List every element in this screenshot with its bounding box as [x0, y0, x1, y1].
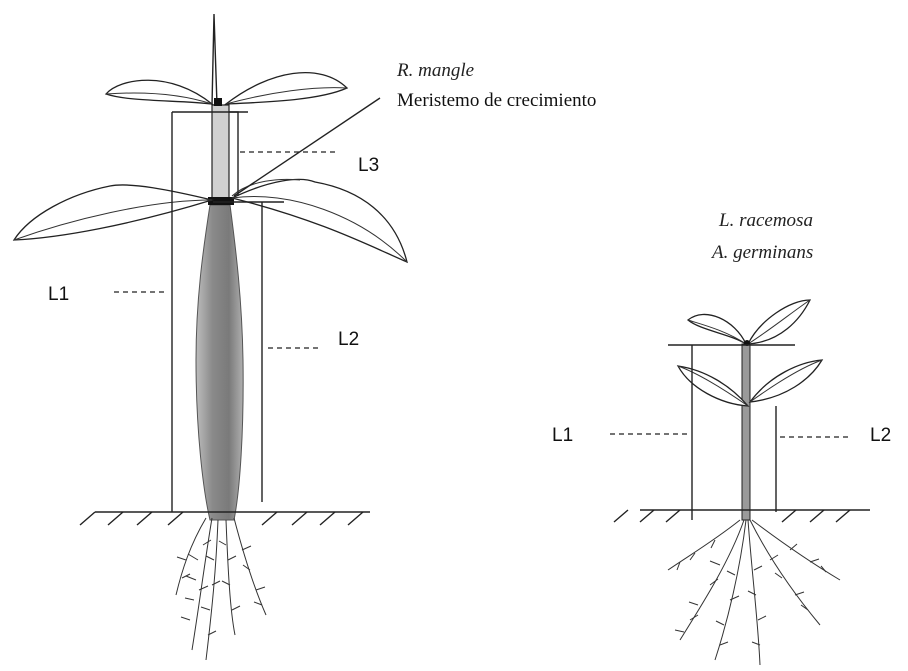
propagule-hypocotyl	[196, 205, 243, 520]
ground-hatch-right	[614, 510, 850, 522]
l2-label-left: L2	[338, 329, 359, 350]
right-stem	[742, 344, 750, 520]
right-leaf-low-right	[750, 360, 822, 402]
meristem-label: Meristemo de crecimiento	[397, 90, 596, 111]
upper-stem	[212, 105, 229, 203]
rhizophora-seedling: R. mangle Meristemo de crecimiento L1 L2…	[14, 14, 596, 660]
apical-spike	[212, 14, 217, 105]
meristem-node-upper	[214, 98, 222, 106]
l2-label-right: L2	[870, 425, 891, 446]
leaf-lower-right	[232, 179, 407, 262]
species-label-rhizophora: R. mangle	[396, 60, 474, 81]
root-system-right	[668, 520, 840, 665]
l1-label-left: L1	[48, 284, 69, 305]
right-leaf-low-left	[678, 366, 748, 406]
l3-bracket	[229, 112, 238, 196]
root-system-left	[176, 518, 266, 660]
l1-label-right: L1	[552, 425, 573, 446]
leaf-upper-left	[106, 80, 212, 104]
meristem-node-lower	[208, 197, 234, 205]
species-label-avicennia: A. germinans	[710, 242, 813, 263]
l3-label-left: L3	[358, 155, 379, 176]
laguncularia-avicennia-seedling: L. racemosa A. germinans L1 L2	[552, 210, 891, 665]
species-label-laguncularia: L. racemosa	[718, 210, 813, 231]
right-leaf-top-right-midrib	[748, 300, 810, 344]
